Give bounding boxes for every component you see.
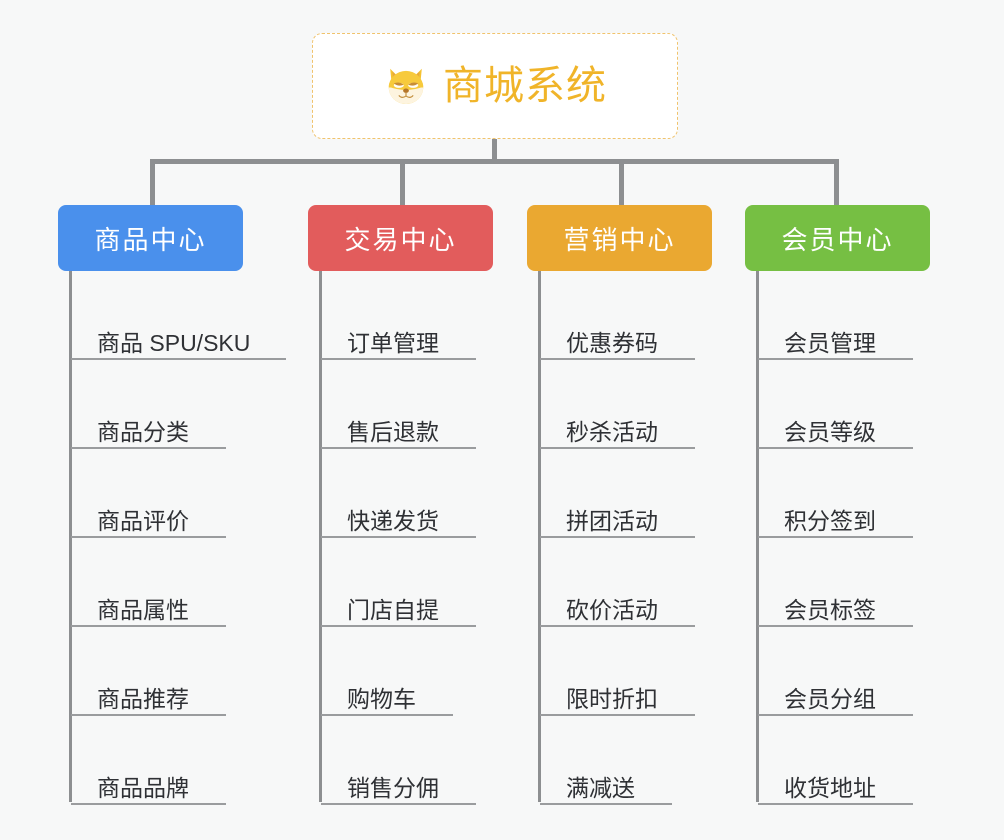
leaf-list-4: 会员管理 会员等级 积分签到 会员标签 会员分组 收货地址: [745, 271, 960, 805]
connector-drop-4: [834, 159, 839, 205]
connector-horizontal-bar: [150, 159, 839, 164]
connector-spine-3: [538, 271, 541, 802]
leaf-item[interactable]: 会员分组: [758, 627, 913, 716]
leaf-item[interactable]: 销售分佣: [321, 716, 476, 805]
leaf-item[interactable]: 积分签到: [758, 449, 913, 538]
root-node-shop-system[interactable]: 商城系统: [312, 33, 678, 139]
category-header-1[interactable]: 商品中心: [58, 205, 243, 271]
category-label-2: 交易中心: [344, 224, 457, 255]
leaf-item[interactable]: 商品推荐: [71, 627, 226, 716]
leaf-item[interactable]: 售后退款: [321, 360, 476, 449]
leaf-item[interactable]: 拼团活动: [540, 449, 695, 538]
leaf-list-3: 优惠券码 秒杀活动 拼团活动 砍价活动 限时折扣 满减送: [527, 271, 742, 805]
branch-column-2: 交易中心 订单管理 售后退款 快递发货 门店自提 购物车 销售分佣: [308, 205, 523, 805]
root-title: 商城系统: [443, 64, 607, 108]
leaf-list-2: 订单管理 售后退款 快递发货 门店自提 购物车 销售分佣: [308, 271, 523, 805]
leaf-item[interactable]: 商品 SPU/SKU: [71, 271, 286, 360]
category-header-3[interactable]: 营销中心: [527, 205, 712, 271]
category-label-4: 会员中心: [781, 224, 894, 255]
leaf-label: 订单管理: [347, 329, 439, 356]
leaf-label: 限时折扣: [566, 685, 658, 712]
leaf-label: 商品属性: [97, 596, 189, 623]
leaf-item[interactable]: 商品属性: [71, 538, 226, 627]
leaf-label: 优惠券码: [566, 329, 658, 356]
branch-column-1: 商品中心 商品 SPU/SKU 商品分类 商品评价 商品属性 商品推荐 商品品牌: [58, 205, 308, 805]
leaf-item[interactable]: 会员管理: [758, 271, 913, 360]
leaf-item[interactable]: 会员等级: [758, 360, 913, 449]
leaf-label: 会员管理: [784, 329, 876, 356]
leaf-item[interactable]: 秒杀活动: [540, 360, 695, 449]
connector-drop-1: [150, 159, 155, 205]
leaf-label: 秒杀活动: [566, 418, 658, 445]
leaf-label: 收货地址: [784, 774, 876, 801]
branch-column-3: 营销中心 优惠券码 秒杀活动 拼团活动 砍价活动 限时折扣 满减送: [527, 205, 742, 805]
leaf-label: 会员分组: [784, 685, 876, 712]
leaf-item[interactable]: 商品分类: [71, 360, 226, 449]
leaf-item[interactable]: 门店自提: [321, 538, 476, 627]
leaf-item[interactable]: 收货地址: [758, 716, 913, 805]
leaf-item[interactable]: 订单管理: [321, 271, 476, 360]
leaf-label: 会员等级: [784, 418, 876, 445]
leaf-label: 售后退款: [347, 418, 439, 445]
leaf-item[interactable]: 砍价活动: [540, 538, 695, 627]
connector-drop-2: [400, 159, 405, 205]
connector-drop-3: [619, 159, 624, 205]
category-label-3: 营销中心: [563, 224, 676, 255]
category-label-1: 商品中心: [94, 224, 207, 255]
leaf-label: 购物车: [347, 685, 416, 712]
leaf-item[interactable]: 商品评价: [71, 449, 226, 538]
shiba-dog-face-icon: [383, 63, 429, 109]
leaf-label: 快递发货: [347, 507, 439, 534]
leaf-label: 会员标签: [784, 596, 876, 623]
branch-column-4: 会员中心 会员管理 会员等级 积分签到 会员标签 会员分组 收货地址: [745, 205, 960, 805]
leaf-label: 拼团活动: [566, 507, 658, 534]
leaf-label: 满减送: [566, 774, 635, 801]
leaf-label: 商品品牌: [97, 774, 189, 801]
leaf-label: 砍价活动: [566, 596, 658, 623]
leaf-item[interactable]: 满减送: [540, 716, 672, 805]
category-header-4[interactable]: 会员中心: [745, 205, 930, 271]
connector-spine-4: [756, 271, 759, 802]
leaf-item[interactable]: 限时折扣: [540, 627, 695, 716]
category-header-2[interactable]: 交易中心: [308, 205, 493, 271]
leaf-item[interactable]: 商品品牌: [71, 716, 226, 805]
leaf-label: 商品 SPU/SKU: [97, 329, 251, 356]
leaf-item[interactable]: 会员标签: [758, 538, 913, 627]
leaf-label: 商品分类: [97, 418, 189, 445]
connector-spine-1: [69, 271, 72, 802]
leaf-item[interactable]: 优惠券码: [540, 271, 695, 360]
leaf-item[interactable]: 购物车: [321, 627, 453, 716]
leaf-item[interactable]: 快递发货: [321, 449, 476, 538]
leaf-label: 积分签到: [784, 507, 876, 534]
connector-root-stem: [492, 139, 497, 163]
leaf-label: 商品评价: [97, 507, 189, 534]
leaf-label: 门店自提: [347, 596, 439, 623]
connector-spine-2: [319, 271, 322, 802]
leaf-label: 销售分佣: [347, 774, 439, 801]
leaf-label: 商品推荐: [97, 685, 189, 712]
leaf-list-1: 商品 SPU/SKU 商品分类 商品评价 商品属性 商品推荐 商品品牌: [58, 271, 308, 805]
